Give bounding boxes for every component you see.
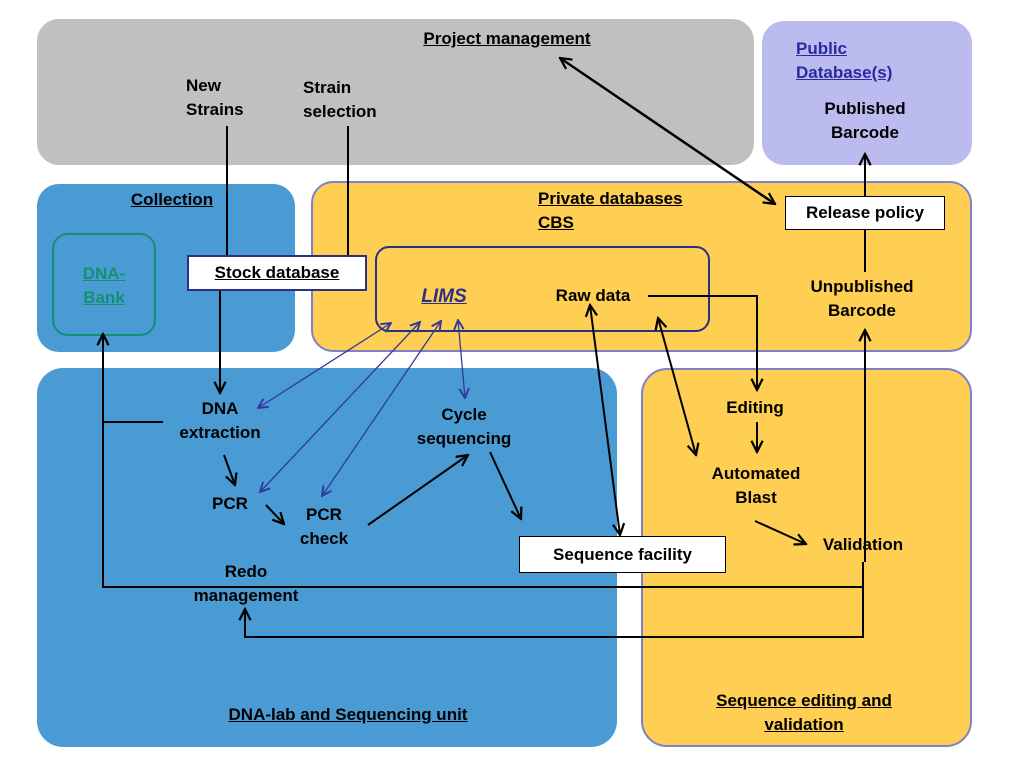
dna-extraction-label: DNA extraction — [179, 399, 261, 442]
project-management-title: Project management — [423, 29, 591, 48]
published-barcode-label: Published Barcode — [824, 99, 906, 142]
new-strains-label: New Strains — [186, 76, 244, 119]
extraction-to-pcr-arrow — [223, 454, 235, 485]
project-release-arrow — [560, 58, 775, 204]
redo-management-label: Redo management — [193, 562, 299, 605]
rawdata-to-editing-arrow — [648, 295, 757, 390]
sequence-facility-box: Sequence facility — [519, 536, 726, 573]
raw-data-label: Raw data — [555, 286, 631, 305]
dna-lab-title: DNA-lab and Sequencing unit — [228, 705, 468, 724]
private-databases-title: Private databases CBS — [538, 189, 683, 232]
pcr-to-check-arrow — [265, 504, 284, 524]
cycle-to-facility-arrow — [489, 451, 521, 519]
strain-selection-label: Strain selection — [303, 78, 377, 121]
lims-cycle-link — [458, 320, 465, 398]
collection-title: Collection — [130, 190, 214, 209]
check-to-cycle-arrow — [367, 455, 468, 526]
cycle-sequencing-label: Cycle sequencing — [416, 405, 512, 448]
redo-to-dnabank-arrow — [103, 334, 863, 588]
validation-to-redo-arrow — [245, 562, 864, 638]
validation-label: Validation — [822, 535, 904, 554]
release-policy-box: Release policy — [785, 196, 945, 230]
blast-to-validation-arrow — [754, 520, 806, 544]
lims-pcrcheck-link — [322, 321, 441, 496]
public-database-title: Public Database(s) — [796, 39, 893, 82]
automated-blast-label: Automated Blast — [711, 464, 801, 507]
dna-bank-label: DNA-Bank — [82, 264, 126, 307]
pcr-check-label: PCR check — [299, 505, 349, 548]
unpublished-barcode-label: Unpublished Barcode — [810, 277, 914, 320]
lims-box — [375, 246, 710, 332]
sequence-editing-title: Sequence editing and validation — [716, 691, 892, 734]
lims-label: LIMS — [421, 286, 467, 307]
lims-pcr-link — [260, 322, 420, 492]
pcr-label: PCR — [212, 494, 248, 513]
editing-label: Editing — [726, 398, 784, 417]
rawdata-blast-arrow — [658, 318, 696, 455]
stock-database-box: Stock database — [187, 255, 367, 291]
lims-extraction-link — [258, 323, 391, 408]
rawdata-facility-arrow — [590, 305, 620, 535]
public-database-region — [762, 21, 972, 165]
